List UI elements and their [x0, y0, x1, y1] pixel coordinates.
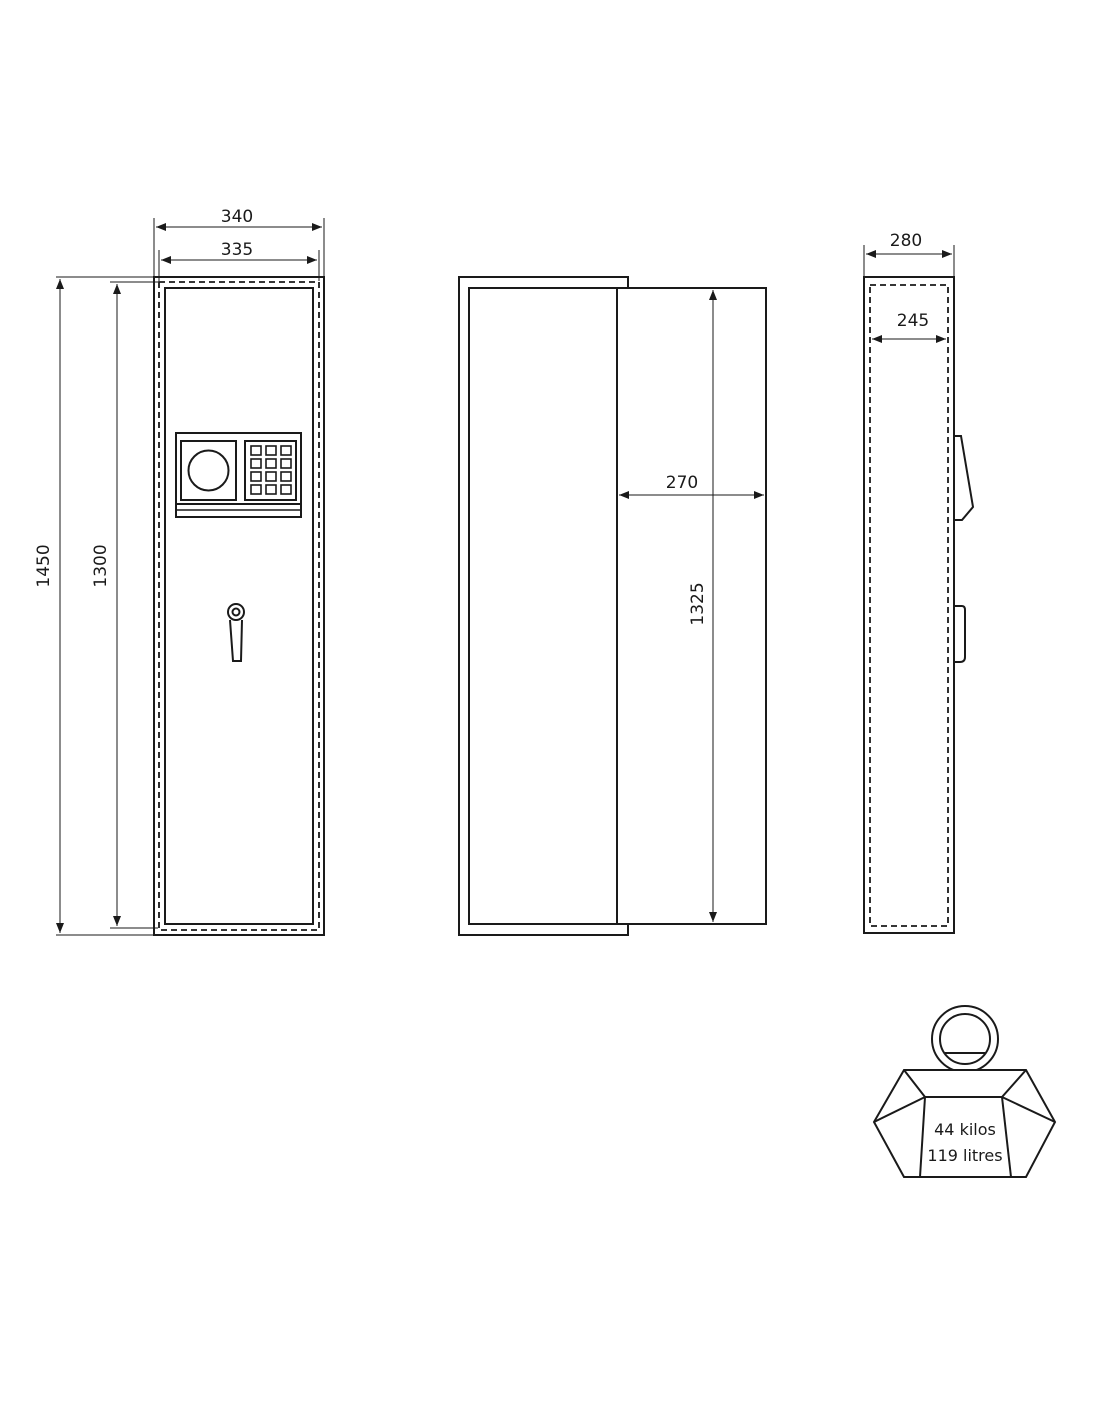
- weight-badge-icon: [872, 1005, 1057, 1178]
- door-height-label: 1325: [688, 582, 708, 625]
- lock-dial-icon: [187, 449, 230, 492]
- side-view: [863, 276, 975, 934]
- front-dimensions: [56, 218, 325, 936]
- outer-height-label: 1450: [34, 544, 54, 587]
- outer-depth-label: 280: [890, 231, 922, 251]
- inner-height-label: 1300: [91, 544, 111, 587]
- lock-dial-frame: [180, 440, 237, 501]
- door-handle-icon: [227, 603, 245, 662]
- inner-depth-label: 245: [897, 311, 929, 331]
- front-door: [164, 287, 314, 925]
- keypad-frame: [244, 440, 297, 501]
- weight-ring-inner: [939, 1013, 991, 1065]
- side-lock-protrusion-icon: [954, 435, 975, 521]
- open-body-inner: [468, 287, 618, 925]
- outer-width-label: 340: [221, 207, 253, 227]
- front-outer-body: [153, 276, 325, 936]
- front-inner-dashed-outline: [158, 281, 320, 931]
- side-handle-protrusion-icon: [954, 605, 966, 663]
- keypad-keys-icon: [250, 445, 292, 495]
- side-outer-body: [863, 276, 955, 934]
- volume-label: 119 litres: [927, 1146, 1002, 1165]
- side-dimensions: [863, 245, 955, 343]
- open-body-outer: [458, 276, 629, 936]
- weight-label: 44 kilos: [934, 1120, 996, 1139]
- front-view: [153, 276, 325, 936]
- inner-width-label: 335: [221, 240, 253, 260]
- door-width-label: 270: [666, 473, 698, 493]
- open-dimensions: [619, 290, 764, 922]
- electronic-lock-panel: [175, 432, 302, 518]
- side-inner-dashed-outline: [869, 284, 949, 927]
- open-door-panel: [616, 287, 767, 925]
- open-view: [458, 276, 767, 936]
